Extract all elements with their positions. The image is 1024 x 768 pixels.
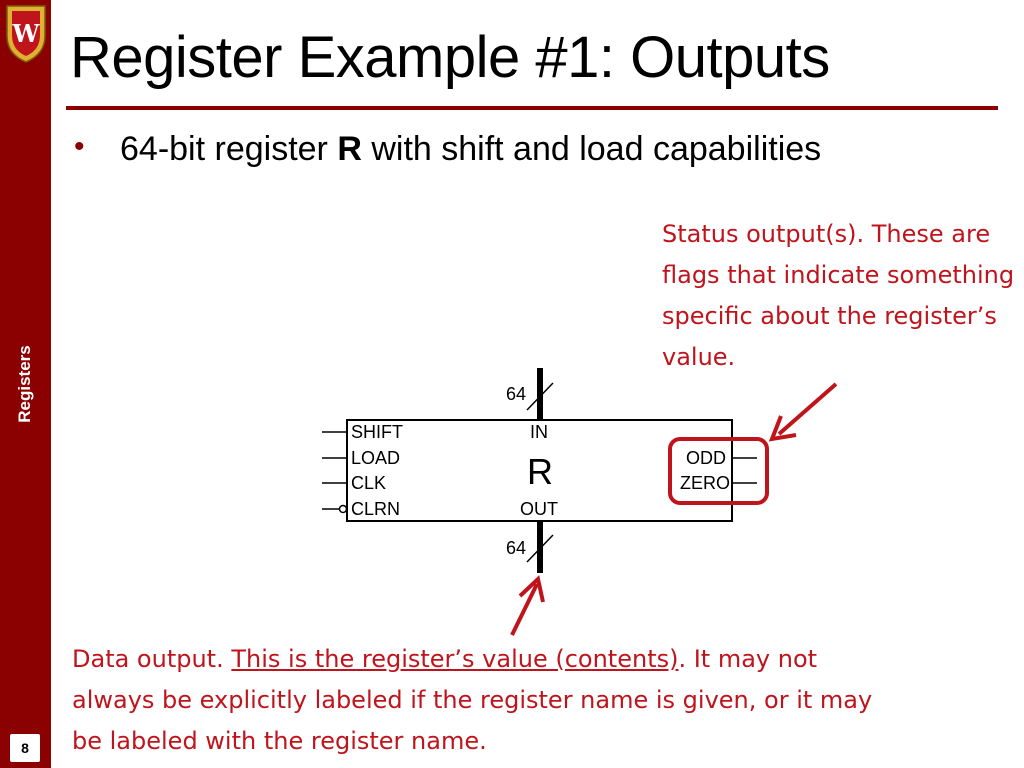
data-out-label: OUT <box>520 499 558 519</box>
output-bus-width-slash <box>526 534 554 563</box>
data-output-note: Data output. This is the register’s valu… <box>72 639 892 762</box>
sidebar <box>0 0 51 768</box>
title-divider <box>66 106 998 110</box>
data-in-label: IN <box>530 422 548 442</box>
status-arrow-shaft <box>777 382 838 436</box>
clrn-label: CLRN <box>351 499 401 519</box>
clrn-inversion-bubble <box>338 504 348 514</box>
data-arrow-shaft <box>510 583 539 636</box>
data-note-underlined: This is the register’s value (contents) <box>231 645 679 673</box>
data-note-part2: . It may not always be explicitly labele… <box>72 645 873 755</box>
bullet-prefix: 64-bit register <box>120 130 338 168</box>
odd-label: ODD <box>686 448 726 468</box>
input-bus-width-label: 64 <box>506 384 527 404</box>
slide-title: Register Example #1: Outputs <box>70 25 830 90</box>
load-label: LOAD <box>351 448 401 468</box>
shift-label: SHIFT <box>351 422 403 442</box>
zero-label: ZERO <box>680 473 731 493</box>
register-name: R <box>527 451 553 492</box>
output-bus-width-label: 64 <box>506 538 527 558</box>
input-bus-width-slash <box>526 382 554 411</box>
status-output-note: Status output(s). These are flags that i… <box>662 220 1015 371</box>
page-number: 8 <box>21 740 29 756</box>
university-crest-icon: W <box>6 5 46 63</box>
data-arrow-head <box>518 575 545 603</box>
page-number-box <box>10 734 40 762</box>
data-note-part1: Data output. <box>72 645 232 673</box>
clk-label: CLK <box>351 473 387 493</box>
bullet-suffix: with shift and load capabilities <box>361 130 822 168</box>
bullet-icon: • <box>74 130 85 163</box>
bullet-bold-register: R <box>337 130 362 168</box>
svg-text:W: W <box>12 19 41 48</box>
status-highlight-box <box>668 437 769 505</box>
status-arrow-head <box>768 415 797 442</box>
bullet-text: 64-bit register R with shift and load ca… <box>120 130 821 169</box>
